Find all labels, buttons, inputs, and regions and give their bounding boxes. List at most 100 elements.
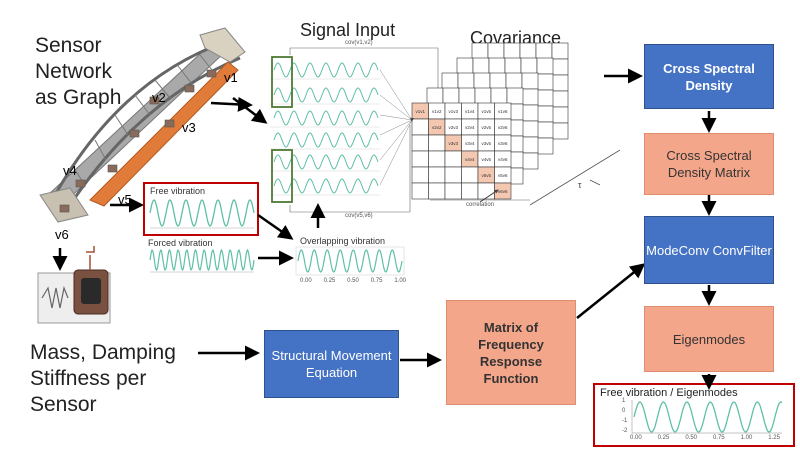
- forced-vibration-label: Forced vibration: [148, 238, 213, 248]
- bridge-illustration: [39, 27, 246, 223]
- cov-back-cell: [441, 72, 459, 90]
- cov-back-cell: [551, 58, 569, 76]
- overlap-x-tick: 1.00: [394, 278, 406, 284]
- overlap-x-tick: 0.50: [347, 278, 359, 284]
- cov-back-cell: [535, 42, 553, 60]
- cov-pair-label: v3v3: [448, 141, 458, 146]
- eig-x-tick: 1.25: [768, 435, 780, 441]
- cov-cell: [411, 166, 429, 184]
- cov-pair-label: v1v6: [498, 109, 508, 114]
- cov-pair-label: v2v3: [448, 125, 458, 130]
- correlation-label: correlation: [466, 202, 495, 208]
- cov-back-cell: [521, 136, 539, 154]
- cov-back-cell: [521, 88, 539, 106]
- eigenmodes-box: Eigenmodes: [644, 306, 774, 372]
- cov-cell: [428, 134, 446, 152]
- sensor-device-illustration: [37, 246, 111, 324]
- cov-pair-label: v2v2: [432, 125, 442, 130]
- overlap-x-tick: 0.75: [370, 278, 383, 284]
- mass-damping-title: Mass, Damping Stiffness per Sensor: [30, 340, 176, 418]
- sensor-network-line-2: Network: [35, 60, 113, 83]
- cov-back-cell: [536, 89, 554, 107]
- signal-row-wave: [273, 178, 379, 194]
- cov-cell: [444, 182, 462, 200]
- eig-x-tick: 0.75: [712, 435, 725, 441]
- signal-row-wave: [273, 87, 379, 103]
- eig-x-tick: 0.25: [657, 435, 670, 441]
- eigenmodes-plot-label: Free vibration / Eigenmodes: [600, 387, 738, 399]
- cov-bottom-bracket: [289, 125, 411, 213]
- cov-back-cell: [504, 57, 522, 75]
- cov-pair-label: v3v4: [465, 141, 475, 146]
- sensor-network-title: Sensor Network as Graph: [35, 33, 121, 111]
- cov-back-cell: [472, 57, 490, 75]
- cov-back-cell: [521, 104, 539, 122]
- cov-cell: [428, 182, 446, 200]
- mass-damping-line-2: Stiffness per: [30, 367, 147, 390]
- overlapping-vibration-wave: [297, 249, 403, 273]
- overlap-x-tick: 0.25: [323, 278, 336, 284]
- cov-top-label: cov(v1,v2): [345, 40, 373, 46]
- cov-back-cell: [551, 122, 569, 140]
- cov-back-cell: [551, 90, 569, 108]
- cov-pair-label: v5v6: [498, 173, 508, 178]
- overlap-x-ticks: 0.00 0.25 0.50 0.75 1.00: [300, 278, 406, 284]
- eig-y-tick: -1: [622, 418, 628, 424]
- cov-cell: [411, 182, 429, 200]
- cov-cell: [428, 150, 446, 168]
- mass-damping-line-3: Sensor: [30, 393, 97, 416]
- signal-row-wave: [273, 132, 379, 148]
- cov-back-cell: [536, 121, 554, 139]
- cov-cell: [411, 150, 429, 168]
- signal-converge-lines: [379, 69, 413, 186]
- overlapping-vibration-label: Overlapping vibration: [300, 236, 386, 246]
- cov-back-cell: [503, 42, 521, 60]
- cov-top-bracket: [289, 47, 439, 110]
- cov-cell: [411, 118, 429, 136]
- cov-pair-label: v4v6: [498, 157, 508, 162]
- cov-pair-label: v5v5: [481, 173, 491, 178]
- cov-pair-label: v2v6: [498, 125, 508, 130]
- cov-pair-label: v1v3: [448, 109, 458, 114]
- node-label-v5: v5: [118, 192, 132, 207]
- cov-back-cell: [473, 72, 491, 90]
- cov-cell: [444, 166, 462, 184]
- structural-movement-box: Structural Movement Equation: [264, 330, 399, 398]
- cov-pair-label: v2v4: [465, 125, 475, 130]
- eig-y-tick: 1: [622, 398, 626, 404]
- sensor-network-line-3: as Graph: [35, 86, 122, 109]
- modeconv-convfilter-box: ModeConv ConvFilter: [644, 216, 774, 284]
- node-label-v4: v4: [63, 163, 77, 178]
- eig-x-tick: 0.50: [685, 435, 697, 441]
- cross-spectral-density-box: Cross Spectral Density: [644, 44, 774, 109]
- tau-line: [529, 149, 621, 206]
- eig-x-tick: 1.00: [740, 435, 753, 441]
- cov-back-cell: [519, 42, 537, 60]
- cov-back-cell: [471, 42, 489, 60]
- eigenmodes-wave: [633, 401, 783, 433]
- tau-tick: [589, 179, 601, 186]
- cov-pair-label: v4v5: [481, 157, 491, 162]
- cov-back-cell: [426, 87, 444, 105]
- flow-arrows: [52, 68, 717, 390]
- cov-bottom-label: cov(v5,v6): [345, 213, 373, 219]
- cov-cell: [444, 150, 462, 168]
- cov-back-cell: [506, 87, 524, 105]
- eig-x-tick: 0.00: [630, 435, 642, 441]
- csd-matrix-box: Cross Spectral Density Matrix: [644, 133, 774, 195]
- node-label-v1: v1: [224, 70, 238, 85]
- free-vibration-highlight: [143, 182, 259, 236]
- cov-back-cell: [536, 137, 554, 155]
- cov-pair-label: v3v6: [498, 141, 508, 146]
- cov-cell: [477, 182, 495, 200]
- cov-back-cell: [536, 57, 554, 75]
- sensor-network-line-1: Sensor: [35, 34, 102, 57]
- eigenmodes-y-ticks: 1 0 -1 -2: [622, 398, 627, 434]
- free-vibration-label: Free vibration: [150, 186, 206, 196]
- cov-back-cell: [551, 106, 569, 124]
- cov-cell: [428, 166, 446, 184]
- cov-back-cell: [458, 87, 476, 105]
- cov-back-cell: [551, 74, 569, 92]
- cov-back-cell: [456, 57, 474, 75]
